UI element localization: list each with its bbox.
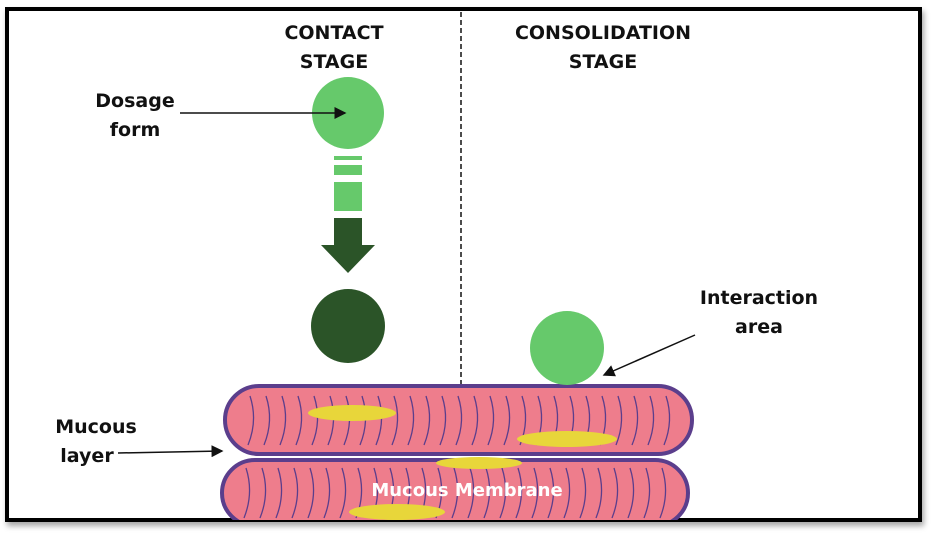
dosage-form-adhered-circle	[530, 311, 604, 385]
fibre-stripe	[631, 395, 639, 446]
dosage-form-contact-circle	[311, 289, 385, 363]
fibre-stripe	[595, 467, 603, 519]
fibre-stripe	[467, 467, 475, 519]
fibre-stripe	[471, 395, 479, 446]
fibre-stripe	[647, 395, 655, 446]
fibre-stripe	[499, 467, 507, 519]
fibre-stripe	[291, 467, 299, 519]
fibre-stripe	[439, 395, 447, 446]
fibre-stripe	[659, 467, 667, 519]
fibre-stripe	[295, 395, 303, 446]
fibre-stripe	[643, 467, 651, 519]
fibre-stripe	[243, 467, 251, 519]
fibre-stripe	[339, 467, 347, 519]
fibre-stripe	[483, 467, 491, 519]
fibre-stripe	[375, 395, 383, 446]
nucleus	[349, 504, 445, 520]
fibre-stripe	[579, 467, 587, 519]
fibre-stripe	[627, 467, 635, 519]
fibre-stripe	[531, 467, 539, 519]
fibre-stripe	[423, 395, 431, 446]
interaction-area-pointer	[602, 334, 696, 377]
fibre-stripe	[311, 395, 319, 446]
fibre-stripe	[503, 395, 511, 446]
fibre-stripe	[279, 395, 287, 446]
fibre-stripe	[263, 395, 271, 446]
motion-bars	[334, 156, 362, 211]
fibre-stripe	[327, 395, 335, 446]
fibre-stripe	[563, 467, 571, 519]
fibre-stripe	[455, 395, 463, 446]
fibre-stripe	[611, 467, 619, 519]
fibre-stripe	[275, 467, 283, 519]
fibre-stripe	[487, 395, 495, 446]
nucleus	[436, 457, 522, 469]
fibre-stripe	[547, 467, 555, 519]
fibre-stripe	[391, 395, 399, 446]
fibre-stripe	[615, 395, 623, 446]
fibre-stripe	[307, 467, 315, 519]
fibre-stripe	[323, 467, 331, 519]
membrane-cell-top	[223, 384, 694, 456]
fibre-stripe	[259, 467, 267, 519]
fibre-stripe	[451, 467, 459, 519]
nucleus	[308, 405, 396, 421]
mucous-layer-pointer	[117, 445, 224, 458]
down-arrow-icon	[321, 218, 375, 273]
fibre-stripe	[515, 467, 523, 519]
fibre-stripe	[247, 395, 255, 446]
fibre-stripe	[407, 395, 415, 446]
dosage-form-circle	[312, 77, 384, 149]
fibre-stripe	[663, 395, 671, 446]
mucous-membrane-label: Mucous Membrane	[371, 480, 562, 501]
nucleus	[517, 431, 617, 447]
